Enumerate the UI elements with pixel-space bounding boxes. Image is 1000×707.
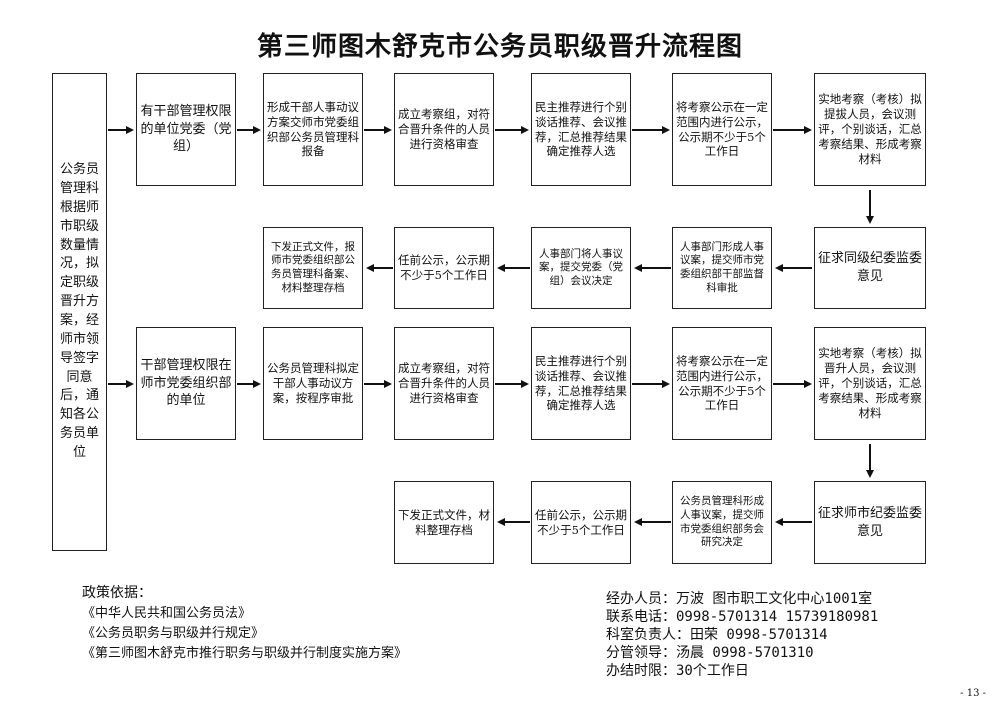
policy-heading: 政策依据： xyxy=(82,585,152,601)
flow-a-step-file-text: 下发正式文件，报师市党委组织部公务员管理科备案、材料整理存档 xyxy=(271,240,355,294)
flow-b-step-review-text: 成立考察组，对符合晋升条件的人员进行资格审查 xyxy=(398,361,490,405)
flow-b-step-discipline: 征求师市纪委监委意见 xyxy=(814,481,926,564)
flow-b-step-publicity-text: 将考察公示在一定范围内进行公示，公示期不少于5个工作日 xyxy=(676,353,768,413)
flow-b-step-pre-publicity: 任前公示，公示期不少于5个工作日 xyxy=(531,481,631,564)
flow-a-step-proposal-text: 形成干部人事动议方案交师市党委组织部公务员管理科报备 xyxy=(267,99,359,159)
flow-a-step-review-text: 成立考察组，对符合晋升条件的人员进行资格审查 xyxy=(398,107,490,151)
flow-b-step-proposal: 公务员管理科拟定干部人事动议方案，按程序审批 xyxy=(263,327,363,440)
flow-a-step-publicity: 将考察公示在一定范围内进行公示，公示期不少于5个工作日 xyxy=(672,73,772,186)
flow-b-step-file: 下发正式文件，材料整理存档 xyxy=(394,481,494,564)
flow-a-step-recommend-text: 民主推荐进行个别谈话推荐、会议推荐，汇总推荐结果确定推荐人选 xyxy=(535,99,627,159)
contact-handler: 经办人员：万波 图市职工文化中心1001室 xyxy=(606,591,873,607)
flow-b-step-meeting-text: 公务员管理科形成人事议案，提交师市党委组织部务会研究决定 xyxy=(680,495,764,549)
flow-b-step-discipline-text: 征求师市纪委监委意见 xyxy=(818,505,923,539)
flow-b-step-unit-text: 干部管理权限在师市党委组织部的单位 xyxy=(140,358,232,409)
flow-a-step-unit: 有干部管理权限的单位党委（党组） xyxy=(136,73,236,186)
flow-a-step-meeting: 人事部门将人事议案，提交党委（党组）会议决定 xyxy=(531,227,631,309)
flow-b-step-review: 成立考察组，对符合晋升条件的人员进行资格审查 xyxy=(394,327,494,440)
flow-b-step-proposal-text: 公务员管理科拟定干部人事动议方案，按程序审批 xyxy=(267,361,359,405)
flow-a-step-proposal: 形成干部人事动议方案交师市党委组织部公务员管理科报备 xyxy=(263,73,363,186)
flow-a-step-file: 下发正式文件，报师市党委组织部公务员管理科备案、材料整理存档 xyxy=(263,227,363,309)
flow-a-step-pre-publicity-text: 任前公示，公示期不少于5个工作日 xyxy=(398,253,490,282)
policy-item: 《公务员职务与职级并行规定》 xyxy=(82,626,265,641)
flow-a-step-meeting-text: 人事部门将人事议案，提交党委（党组）会议决定 xyxy=(539,247,623,287)
flow-b-step-unit: 干部管理权限在师市党委组织部的单位 xyxy=(136,327,236,440)
contact-deadline: 办结时限：30个工作日 xyxy=(606,663,749,679)
flow-a-step-inspection-text: 实地考察（考核）拟提拔人员，会议测评，个别谈话，汇总考察结果、形成考察材料 xyxy=(818,92,922,166)
flow-b-step-publicity: 将考察公示在一定范围内进行公示，公示期不少于5个工作日 xyxy=(672,327,772,440)
flow-a-step-recommend: 民主推荐进行个别谈话推荐、会议推荐，汇总推荐结果确定推荐人选 xyxy=(531,73,631,186)
flow-a-step-discipline-text: 征求同级纪委监委意见 xyxy=(818,251,923,284)
flow-a-step-proposal-review: 人事部门形成人事议案，提交师市党委组织部干部监督科审批 xyxy=(672,227,772,309)
flow-b-step-recommend: 民主推荐进行个别谈话推荐、会议推荐，汇总推荐结果确定推荐人选 xyxy=(531,327,631,440)
flow-b-step-inspection: 实地考察（考核）拟晋升人员，会议测评，个别谈话，汇总考察结果、形成考察材料 xyxy=(814,327,926,440)
page-number: - 13 - xyxy=(960,688,986,699)
contact-phone: 联系电话：0998-5701314 15739180981 xyxy=(606,609,879,625)
flow-a-step-review: 成立考察组，对符合晋升条件的人员进行资格审查 xyxy=(394,73,494,186)
contact-leader: 分管领导：汤晨 0998-5701310 xyxy=(606,645,814,661)
flow-a-step-proposal-review-text: 人事部门形成人事议案，提交师市党委组织部干部监督科审批 xyxy=(680,240,764,294)
flow-b-step-recommend-text: 民主推荐进行个别谈话推荐、会议推荐，汇总推荐结果确定推荐人选 xyxy=(535,353,627,413)
flow-b-step-pre-publicity-text: 任前公示，公示期不少于5个工作日 xyxy=(535,507,627,537)
flow-a-step-inspection: 实地考察（考核）拟提拔人员，会议测评，个别谈话，汇总考察结果、形成考察材料 xyxy=(814,73,926,186)
flow-b-step-inspection-text: 实地考察（考核）拟晋升人员，会议测评，个别谈话，汇总考察结果、形成考察材料 xyxy=(818,346,922,420)
policy-item: 《中华人民共和国公务员法》 xyxy=(82,606,252,621)
flow-a-step-unit-text: 有干部管理权限的单位党委（党组） xyxy=(140,104,232,155)
flow-a-step-pre-publicity: 任前公示，公示期不少于5个工作日 xyxy=(394,227,494,309)
flow-a-step-publicity-text: 将考察公示在一定范围内进行公示，公示期不少于5个工作日 xyxy=(676,99,768,159)
policy-item: 《第三师图木舒克市推行职务与职级并行制度实施方案》 xyxy=(82,646,408,661)
left-start-text: 公务员管理科根据师市职级数量情况，拟定职级晋升方案，经师市领导签字同意后，通知各… xyxy=(59,162,99,460)
flow-a-step-discipline: 征求同级纪委监委意见 xyxy=(814,227,926,309)
flow-b-step-file-text: 下发正式文件，材料整理存档 xyxy=(398,507,490,537)
contact-section-head: 科室负责人：田荣 0998-5701314 xyxy=(606,627,828,643)
flow-b-step-meeting: 公务员管理科形成人事议案，提交师市党委组织部务会研究决定 xyxy=(672,481,772,564)
left-start-box: 公务员管理科根据师市职级数量情况，拟定职级晋升方案，经师市领导签字同意后，通知各… xyxy=(52,73,107,551)
page-title: 第三师图木舒克市公务员职级晋升流程图 xyxy=(256,32,743,62)
